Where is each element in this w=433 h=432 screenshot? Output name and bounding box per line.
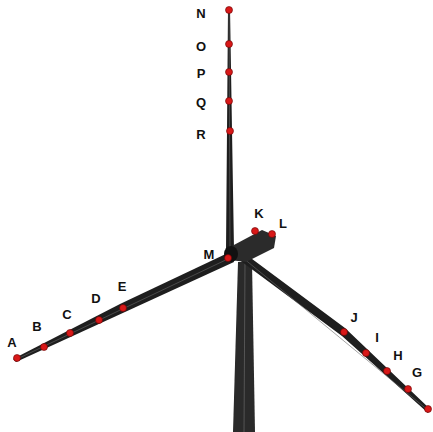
point-label: Q	[196, 96, 206, 109]
blade	[13, 252, 234, 362]
measurement-points	[14, 7, 432, 413]
point-label: A	[7, 336, 16, 349]
point-label: E	[118, 280, 127, 293]
point-label: N	[196, 7, 205, 20]
point-label: B	[32, 320, 41, 333]
point-label: G	[412, 366, 422, 379]
point-label: J	[350, 311, 357, 324]
point-label: H	[393, 349, 402, 362]
point-label: R	[196, 128, 205, 141]
tower-mesh	[244, 262, 245, 432]
point-label: P	[197, 67, 206, 80]
tower	[233, 262, 255, 432]
blade-mesh	[15, 257, 232, 360]
blade	[234, 250, 430, 413]
point-label: D	[91, 292, 100, 305]
point-label: I	[375, 331, 379, 344]
point-label: M	[204, 248, 215, 261]
hub	[224, 246, 238, 262]
point-label: K	[254, 207, 263, 220]
point-label: L	[279, 217, 287, 230]
point-label: C	[62, 308, 71, 321]
point-label: O	[196, 40, 206, 53]
blade	[226, 8, 234, 250]
blade-mesh	[237, 253, 429, 411]
